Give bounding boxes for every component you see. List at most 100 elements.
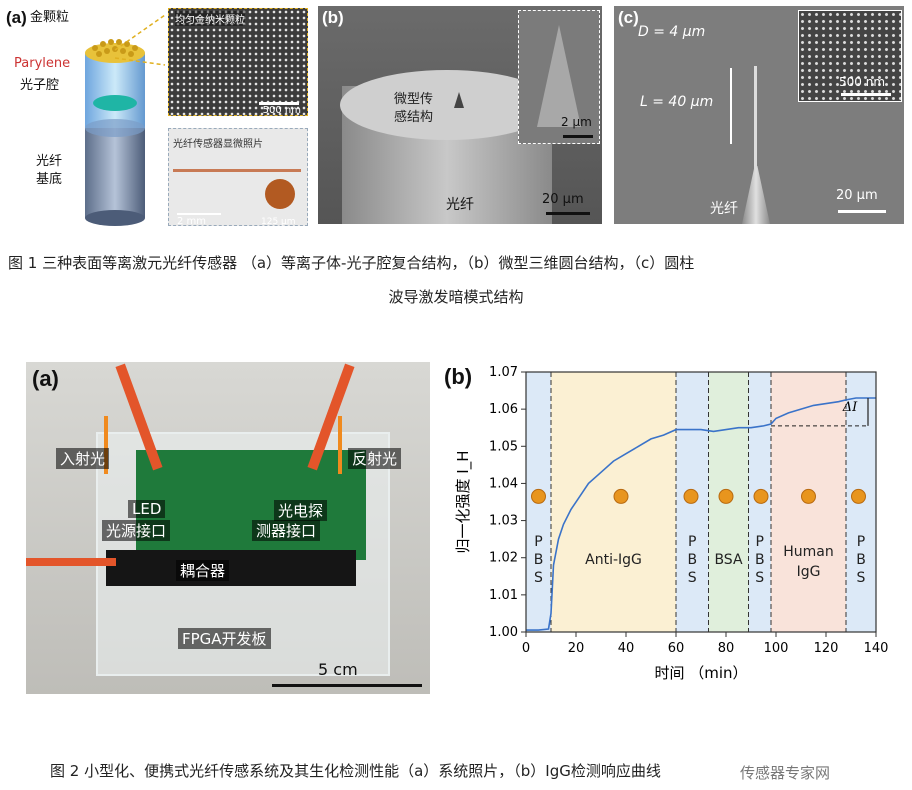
particle-icon-4: [753, 488, 769, 504]
figure-1-caption-line-1: 图 1 三种表面等离激元光纤传感器 （a）等离子体-光子腔复合结构，（b）微型三…: [8, 254, 695, 272]
y-tick-labels: 1.001.011.021.031.041.051.061.07: [489, 365, 518, 640]
x-tick-label-4: 80: [718, 641, 735, 656]
segment-label-2-1: B: [687, 552, 697, 568]
fiber-taper: [742, 166, 770, 224]
segment-label-0-0: P: [534, 534, 542, 550]
incident-arrow: [104, 416, 108, 474]
fig1-panel-b-sem: (b) 微型传 感结构 2 μm 光纤 20 μm: [318, 6, 602, 224]
fiber-strand: [173, 169, 301, 172]
fig1-panel-c-letter: (c): [618, 8, 639, 27]
delta-annotation: ΔI: [771, 398, 869, 427]
x-tick-label-2: 40: [618, 641, 635, 656]
y-tick-label-3: 1.03: [489, 514, 518, 529]
waveguide-tip: [754, 66, 757, 206]
diameter-label: D = 4 μm: [638, 24, 706, 40]
scale-text: 20 μm: [836, 188, 878, 203]
segment-label-5-1: IgG: [797, 564, 821, 580]
x-tick-label-6: 120: [814, 641, 839, 656]
segment-label-0-2: S: [534, 570, 543, 586]
photonic-cavity-label: 光子腔: [20, 78, 60, 93]
x-tick-label-3: 60: [668, 641, 685, 656]
figure-2-caption: 图 2 小型化、便携式光纤传感系统及其生化检测性能（a）系统照片，（b）IgG检…: [50, 762, 661, 780]
x-tick-label-7: 140: [864, 641, 889, 656]
y-axis-label: 归一化强度 I_H: [454, 451, 473, 554]
photo-title: 光纤传感器显微照片: [173, 139, 263, 150]
connector-lines: [114, 14, 166, 66]
particle-icon-3: [718, 488, 734, 504]
series-line: [526, 397, 876, 631]
inset-scale-text: 500 nm: [839, 75, 886, 89]
segment-label-0-1: B: [534, 552, 544, 568]
particle-icon-5: [801, 488, 816, 504]
scale-bar: [546, 212, 590, 215]
fig2-panel-b-letter: (b): [444, 364, 473, 389]
y-tick-label-6: 1.06: [489, 402, 518, 417]
led-label-1: LED: [128, 500, 166, 518]
micro-structure-marker: [454, 92, 464, 108]
region-1: [551, 372, 676, 632]
x-tick-label-1: 20: [568, 641, 585, 656]
detector-label-1: 光电探: [274, 500, 328, 521]
coupler-box: [106, 550, 356, 586]
particle-icon-6: [851, 488, 866, 504]
fiber-text: 光纤: [710, 201, 738, 217]
segment-label-6-1: B: [856, 552, 866, 568]
fig1-panel-b-letter: (b): [322, 8, 344, 27]
cone-shape: [537, 25, 581, 127]
fiber-cylinder-illustration: [85, 39, 145, 226]
watermark: 传感器专家网: [738, 762, 833, 783]
segment-label-2-2: S: [688, 570, 697, 586]
y-tick-label-4: 1.04: [489, 476, 518, 491]
scale-bar: [838, 210, 886, 213]
reflected-arrow: [338, 416, 342, 474]
parylene-label: Parylene: [14, 56, 71, 71]
micro-structure-label-1: 微型传: [394, 92, 434, 107]
chart-dividers: [550, 372, 847, 632]
incident-light-label: 入射光: [56, 448, 110, 469]
sem-scale-text: 500 nm: [262, 105, 301, 116]
y-tick-label-0: 1.00: [489, 625, 518, 640]
length-arrow: [730, 68, 732, 144]
inset-scale-text: 2 μm: [561, 115, 592, 129]
chart-axes: [521, 371, 877, 637]
x-tick-labels: 0 20 40 60 80 100 120 140: [522, 641, 889, 656]
fpga-label: FPGA开发板: [178, 628, 271, 649]
x-tick-label-0: 0: [522, 641, 530, 656]
segment-label-6-0: P: [857, 534, 865, 550]
segment-label-4-2: S: [755, 570, 764, 586]
segment-label-4-1: B: [755, 552, 765, 568]
y-tick-label-7: 1.07: [489, 365, 518, 380]
fig2-panel-a-letter: (a): [32, 366, 59, 391]
photo-scale-text: 2 mm: [177, 216, 207, 227]
x-axis-label: 时间 （min）: [654, 664, 747, 682]
reflected-light-label: 反射光: [348, 448, 402, 469]
fig1-panel-c-sem: (c) D = 4 μm L = 40 μm 500 nm 光纤 20 μm: [614, 6, 904, 224]
inset-scale-bar: [841, 93, 891, 96]
detector-label-2: 测器接口: [252, 520, 321, 541]
length-label: L = 40 μm: [640, 94, 714, 110]
scale-bar: [272, 684, 422, 687]
gold-nanoparticle-sem: 均匀金纳米颗粒 500 nm: [168, 8, 308, 116]
segment-label-3: BSA: [714, 552, 743, 568]
photo-dimension-text: 125 μm: [261, 217, 296, 227]
figure-1-caption-line-2: 波导激发暗模式结构: [388, 288, 524, 306]
delta-label: ΔI: [842, 400, 858, 415]
system-photo: (a) 入射光 反射光 LED 光源接口 光电探 测器接口 耦合器 FPGA开发…: [26, 362, 430, 694]
particle-icon-1: [613, 488, 629, 504]
segment-label-4-0: P: [756, 534, 764, 550]
particle-icon-2: [683, 488, 699, 504]
sem-title: 均匀金纳米颗粒: [175, 11, 245, 26]
fiber-cross-section: [265, 179, 295, 209]
particle-icons: [531, 488, 866, 504]
fiber-label-2: 基底: [36, 172, 63, 187]
x-tick-label-5: 100: [764, 641, 789, 656]
fiber-label-1: 光纤: [36, 154, 63, 169]
led-label-2: 光源接口: [102, 520, 171, 541]
fiber-text: 光纤: [446, 197, 474, 213]
sem-scale-bar: [259, 102, 299, 105]
coupler-label: 耦合器: [176, 560, 230, 581]
particle-icon-0: [531, 488, 546, 504]
segment-label-5-0: Human: [783, 544, 834, 560]
cone-inset: 2 μm: [518, 10, 600, 144]
